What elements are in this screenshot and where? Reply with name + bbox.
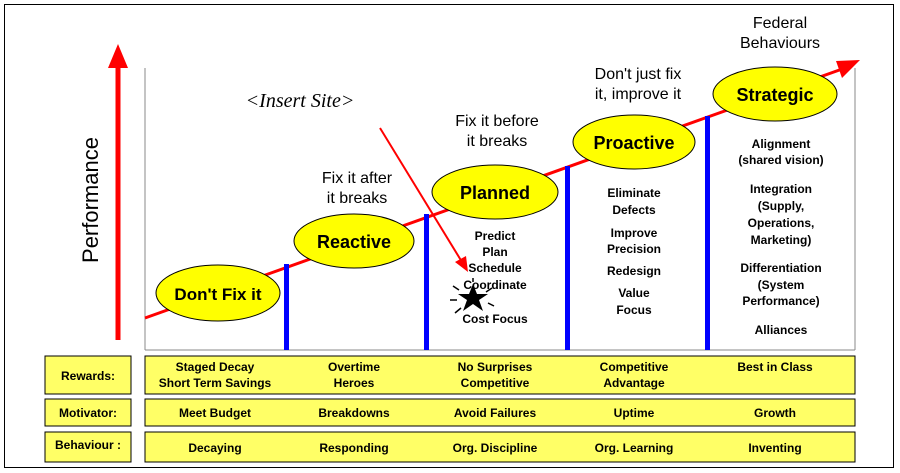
behaviour-row-box [144, 431, 856, 463]
planned-detail-coordinate: Coordinate [463, 278, 527, 292]
rewards-cell-1b: Short Term Savings [159, 376, 272, 390]
row-label-box-rewards [44, 355, 132, 395]
stage-ellipse-planned [431, 164, 559, 220]
stage-bar-4 [705, 116, 710, 350]
strategic-detail-2b: (Supply, [758, 199, 804, 213]
behaviour-cell-4: Org. Learning [595, 441, 674, 455]
planned-detail-plan: Plan [482, 245, 507, 259]
strategic-detail-2c: Operations, [748, 216, 815, 230]
motivator-row-box [144, 398, 856, 427]
rewards-cell-4b: Advantage [603, 376, 665, 390]
rewards-cell-2a: Overtime [328, 360, 380, 374]
strategic-detail-3a: Differentiation [740, 261, 821, 275]
stage-bar-3 [565, 166, 570, 350]
insert-site-pointer-head [455, 256, 468, 272]
performance-axis-label: Performance [78, 137, 103, 263]
strategic-detail-1a: Alignment [752, 137, 811, 151]
motivator-cell-1: Meet Budget [179, 406, 251, 420]
motivator-cell-3: Avoid Failures [454, 406, 537, 420]
planned-details: Predict Plan Schedule Coordinate Cost Fo… [462, 229, 528, 326]
behaviour-cell-1: Decaying [188, 441, 241, 455]
stage-name-reactive: Reactive [317, 232, 391, 252]
proactive-detail-precision: Precision [607, 242, 661, 256]
rewards-cell-5: Best in Class [737, 360, 813, 374]
motivator-cell-4: Uptime [614, 406, 655, 420]
proactive-detail-redesign: Redesign [607, 264, 661, 278]
rewards-cell-4a: Competitive [600, 360, 669, 374]
stage-ellipse-strategic [712, 66, 838, 122]
proactive-detail-value: Value [618, 286, 650, 300]
proactive-detail-focus: Focus [616, 303, 652, 317]
proactive-detail-eliminate: Eliminate [607, 186, 661, 200]
stage-name-proactive: Proactive [593, 133, 674, 153]
row-label-motivator: Motivator: [59, 406, 117, 420]
motivator-cell-5: Growth [754, 406, 796, 420]
stage-name-planned: Planned [460, 183, 530, 203]
behaviour-cell-2: Responding [319, 441, 388, 455]
strategic-detail-3c: Performance) [742, 294, 819, 308]
diagram-frame [4, 4, 894, 468]
rewards-cell-3b: Competitive [461, 376, 530, 390]
strategic-details: Alignment (shared vision) Integration (S… [738, 137, 823, 337]
planned-detail-predict: Predict [475, 229, 516, 243]
row-label-rewards: Rewards: [61, 369, 115, 383]
stage-ellipse-proactive [572, 114, 696, 170]
rewards-cell-2b: Heroes [334, 376, 375, 390]
proactive-detail-improve: Improve [611, 226, 658, 240]
rewards-cell-1a: Staged Decay [176, 360, 255, 374]
stage-ellipse-dont-fix-it [155, 264, 281, 322]
behaviour-cell-3: Org. Discipline [453, 441, 538, 455]
stage-bar-1 [284, 264, 289, 350]
performance-arrow-head [108, 44, 128, 68]
strategic-detail-2d: Marketing) [751, 233, 812, 247]
breakdown-star-icon [450, 278, 495, 314]
strategic-detail-4: Alliances [755, 323, 808, 337]
proactive-details: Eliminate Defects Improve Precision Rede… [607, 186, 661, 317]
planned-detail-schedule: Schedule [468, 261, 522, 275]
insert-site-placeholder: <Insert Site> [246, 90, 355, 112]
strategic-detail-3b: (System [758, 278, 805, 292]
proactive-detail-defects: Defects [612, 203, 656, 217]
stage-ellipse-reactive [293, 213, 415, 269]
insert-site-pointer [379, 127, 463, 263]
maturity-trend-arrow-head [836, 60, 860, 78]
stage-name-strategic: Strategic [736, 85, 813, 105]
row-label-box-motivator [44, 398, 132, 427]
stage-name-dont-fix-it: Don't Fix it [174, 285, 261, 304]
strategic-detail-1b: (shared vision) [738, 153, 823, 167]
behaviour-table: Rewards: Motivator: Behaviour : Staged D… [44, 355, 856, 463]
rewards-row-box [144, 355, 856, 395]
stage-bar-2 [424, 214, 429, 350]
rewards-cell-3a: No Surprises [458, 360, 533, 374]
row-label-box-behaviour [44, 431, 132, 463]
motivator-cell-2: Breakdowns [318, 406, 390, 420]
row-label-behaviour: Behaviour : [55, 438, 121, 452]
strategic-detail-2a: Integration [750, 182, 812, 196]
behaviour-cell-5: Inventing [748, 441, 801, 455]
planned-detail-cost-focus: Cost Focus [462, 312, 528, 326]
